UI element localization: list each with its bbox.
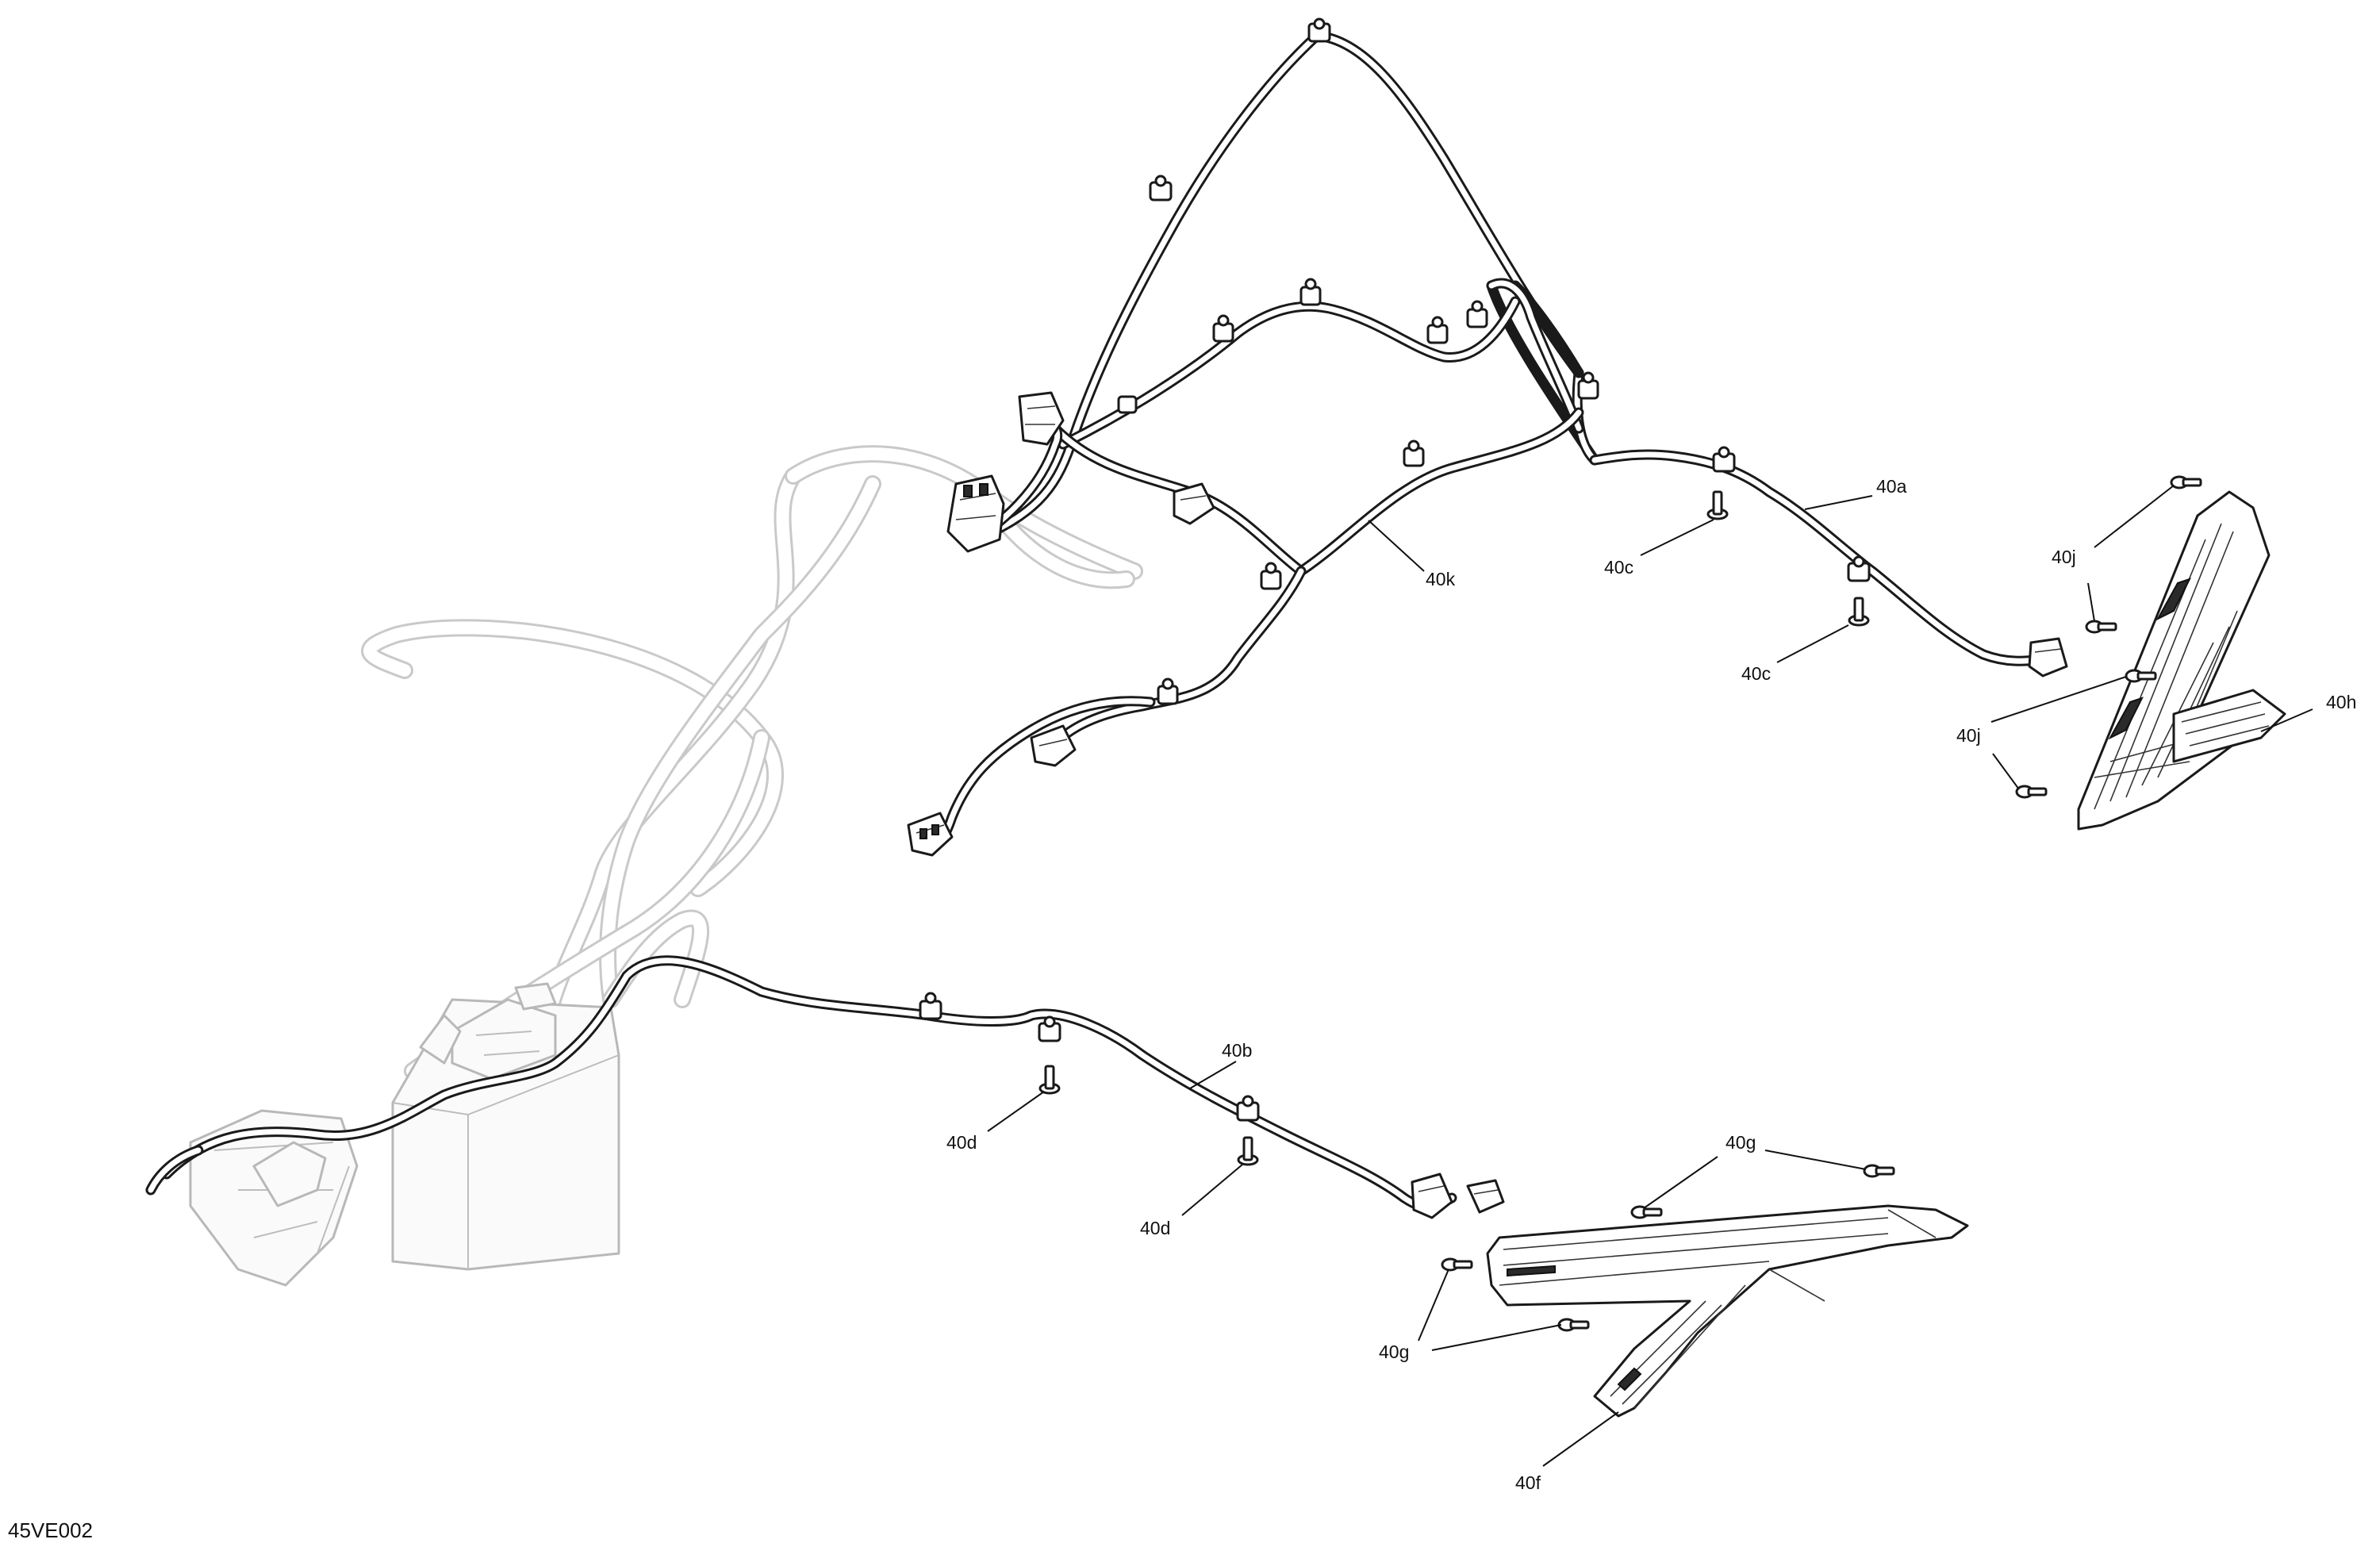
harness-40k-clips [1117,17,1599,705]
connector [1173,482,1215,525]
harness-40k-connectors [907,391,1215,857]
callout-40a: 40a [1876,476,1907,497]
light-assembly-40h [2077,490,2286,831]
callout-40g-2: 40g [1379,1341,1409,1362]
clip [1307,17,1331,43]
leader-40h [2260,708,2313,732]
screw-40j-1 [2170,475,2202,489]
screw-40g-3 [1441,1257,1473,1272]
clip [1577,371,1599,400]
clip [1038,1015,1061,1042]
leader-40f [1542,1411,1619,1467]
harness-40b [145,955,1505,1219]
clip [1236,1095,1260,1122]
leader-40g-2a [1418,1269,1449,1341]
connector [946,474,1005,553]
callout-40j-2: 40j [1956,725,1981,746]
callout-40h: 40h [2326,692,2356,712]
screw-40g-2 [1630,1205,1663,1219]
connector [1030,724,1077,767]
connector [907,812,954,857]
leader-40c-1 [1640,519,1714,556]
callout-40c-2: 40c [1741,663,1771,684]
connector [2028,637,2068,677]
push-rivet-40d-2 [1237,1136,1259,1166]
push-rivet-40c-1 [1706,490,1729,520]
clip [1117,395,1138,414]
ghost-battery [391,982,620,1271]
callout-40f: 40f [1515,1472,1541,1493]
leader-40j-2b [1992,753,2020,790]
ghost-main-harness [361,445,1143,1080]
leader-lines [987,485,2313,1467]
leader-40k [1368,520,1425,572]
harness-40a [1589,446,2068,677]
connector [1018,391,1065,446]
figure-id: 45VE002 [8,1518,93,1542]
leader-40d-2 [1181,1164,1243,1216]
screw-40j-2 [2085,620,2117,634]
leader-40g-2b [1431,1324,1562,1351]
callout-40k: 40k [1426,569,1456,589]
push-rivet-40c-2 [1848,597,1870,627]
leader-40a [1804,495,1873,510]
leader-40d-1 [987,1091,1045,1132]
screw-40g-1 [1863,1164,1895,1178]
callout-40d-1: 40d [946,1132,977,1153]
clip [1426,316,1449,344]
callout-40b: 40b [1222,1040,1252,1061]
callout-40j-1: 40j [2052,547,2076,567]
screw-40j-4 [2015,785,2048,799]
connector [1466,1179,1505,1214]
clip [1149,175,1173,202]
ghost-battery-mount [189,1109,359,1287]
clip [1260,562,1282,590]
leader-40b [1189,1061,1237,1089]
clip [919,992,942,1020]
light-assembly-40f [1486,1204,1969,1418]
callout-labels: 40a 40b 40c 40c 40d 40d 40f 40g 40g 40h … [946,476,2356,1493]
clip [1466,300,1488,328]
leader-40j-1a [2094,485,2175,548]
clip [1403,439,1425,467]
clip [1299,278,1322,306]
leader-40j-1b [2087,582,2095,622]
screw-40j-3 [2125,669,2157,683]
harness-40k [923,30,1600,850]
clip [1157,677,1179,705]
callout-40c-1: 40c [1604,557,1633,578]
connector [1411,1173,1453,1219]
leader-40g-1b [1643,1156,1718,1209]
clip [1712,446,1736,473]
leader-40c-2 [1776,624,1849,663]
leader-40j-2a [1990,676,2127,723]
callout-40d-2: 40d [1140,1218,1170,1238]
callout-40g-1: 40g [1726,1132,1756,1153]
leader-40g-1a [1764,1150,1867,1170]
clip [1212,314,1234,343]
screw-40g-4 [1557,1318,1590,1332]
push-rivet-40d-1 [1038,1065,1061,1095]
clip [1847,555,1871,582]
